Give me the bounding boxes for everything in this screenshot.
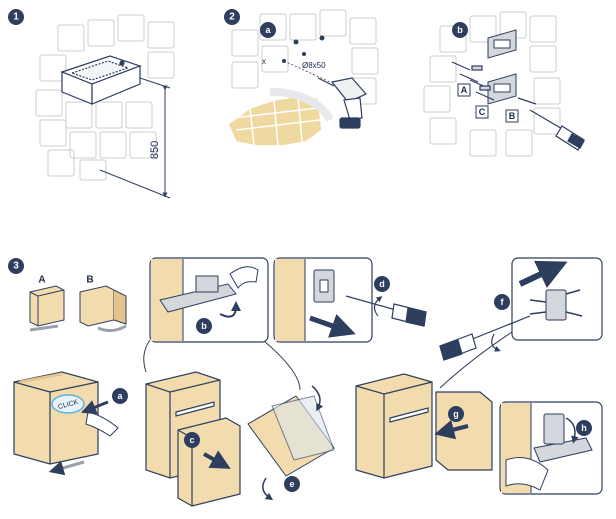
hand-icon (85, 411, 119, 437)
mark-x: x (262, 57, 266, 66)
label-box-B (505, 109, 519, 123)
power-drill (317, 77, 367, 129)
hinge-inset-f-content (518, 260, 583, 321)
variant-A-cabinet (29, 285, 65, 327)
height-dimension (99, 77, 171, 199)
brick-wall (227, 95, 323, 147)
variant-A: A (38, 275, 45, 286)
step2-panel: x Ø8x50 2 a (224, 9, 379, 147)
drill-holes (282, 35, 325, 63)
door-arrow-g (434, 419, 469, 440)
callout-b-step4: b (201, 321, 207, 331)
screwdriver-f (439, 315, 531, 361)
cabinet-front (13, 371, 99, 465)
screwdriver (529, 109, 585, 151)
callout-a: a (265, 25, 271, 35)
step-number-3: 3 (13, 261, 19, 272)
variant-B-arrow (97, 324, 127, 333)
cabinet-with-door (355, 373, 493, 479)
callout-a-badge-step4 (112, 388, 128, 404)
callout-c-badge (184, 432, 200, 448)
drill-axis (283, 60, 331, 83)
callout-g: g (453, 409, 459, 419)
screws-and-plugs (451, 61, 537, 105)
callout-f: f (501, 297, 505, 307)
callout-e-badge (284, 476, 300, 492)
connector-1 (143, 339, 151, 373)
push-arrow (81, 400, 109, 415)
label-B: B (509, 111, 516, 121)
screwdriver-d (345, 295, 427, 327)
step1-tiles (35, 14, 175, 181)
door-arrow-c (203, 450, 231, 469)
label-box-A (457, 83, 471, 97)
callout-b-badge (452, 22, 468, 38)
connector-3 (439, 331, 513, 389)
door-panel-c (177, 417, 241, 507)
step1-panel: 850 1 (8, 9, 175, 199)
callout-a-badge (260, 22, 276, 38)
step4-panel: 3 A B CLICK a (8, 257, 603, 507)
hinge-inset-d-content (275, 259, 356, 341)
label-C: C (479, 107, 486, 117)
label-box-C (475, 105, 489, 119)
drill-bit-size: Ø8x50 (302, 61, 326, 70)
label-A: A (461, 85, 468, 95)
callout-g-badge (448, 406, 464, 422)
callout-e: e (289, 479, 294, 489)
step2-tiles (231, 9, 379, 105)
step-badge-1 (8, 9, 24, 25)
step-number-1: 1 (13, 12, 19, 23)
wall-cutaway-shadow (269, 87, 334, 122)
step-badge-2 (224, 9, 240, 25)
callout-a-step4: a (117, 391, 123, 401)
connector-2 (257, 335, 301, 391)
callout-b-badge-step4 (196, 318, 212, 334)
callout-b: b (457, 25, 463, 35)
variant-A-arrow (29, 324, 59, 332)
wall-brackets (487, 29, 517, 105)
step-number-2: 2 (229, 12, 235, 23)
callout-c: c (189, 435, 194, 445)
callout-h: h (581, 423, 587, 433)
callout-h-badge (576, 420, 592, 436)
callout-d: d (379, 279, 385, 289)
hinge-inset-b-content (151, 259, 259, 341)
step3-panel: b A B C (423, 11, 585, 157)
dimension-850: 850 (149, 141, 161, 159)
hinge-inset-h-content (501, 403, 593, 493)
wash-basin (60, 55, 142, 105)
variant-B: B (86, 275, 93, 286)
callout-f-badge (494, 294, 510, 310)
door-rotation-e (247, 385, 335, 501)
callout-d-badge (374, 276, 390, 292)
pull-arrow (48, 460, 85, 476)
step-badge-3 (8, 258, 24, 274)
step3-tiles (423, 11, 561, 157)
variant-B-cabinet (79, 285, 127, 327)
